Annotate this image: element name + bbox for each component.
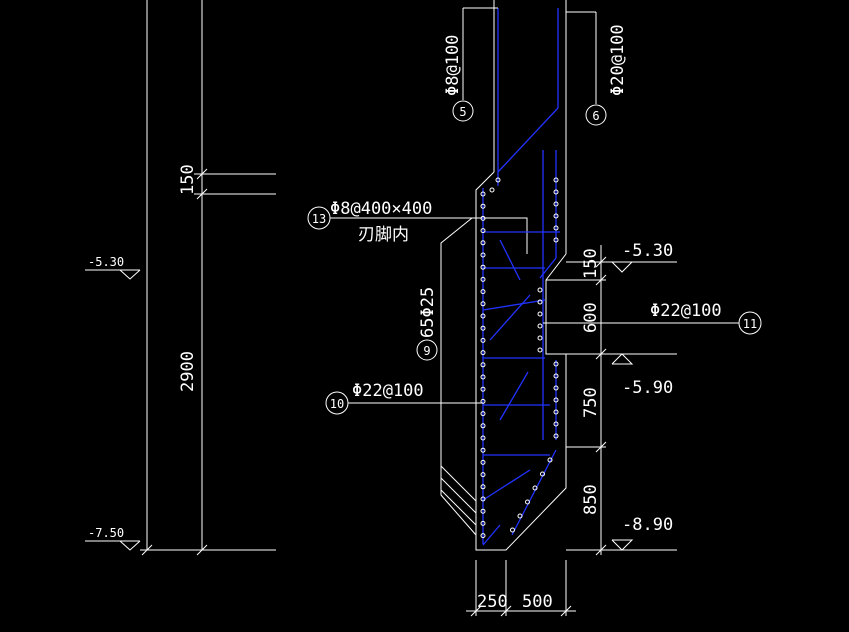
rebar-dot: [553, 225, 559, 231]
rebar-dot: [480, 484, 486, 490]
rebar-dot: [553, 213, 559, 219]
rebar-dot: [480, 276, 486, 282]
dim-600: 600: [581, 302, 601, 333]
rebar-dot: [480, 228, 486, 234]
callout-6-number: 6: [592, 109, 599, 123]
wall-outline: [440, 0, 677, 551]
callout-5-number: 5: [459, 105, 466, 119]
elevation-marker-e1: -5.30: [611, 241, 673, 273]
rebar-dot: [525, 499, 530, 505]
rebar-dots: [480, 177, 559, 539]
rebar-dot: [480, 313, 486, 319]
callout-13-number: 13: [312, 212, 326, 226]
dim-750: 750: [581, 387, 601, 418]
callout-13-text: Φ8@400×400: [330, 199, 432, 219]
rebar-dot: [480, 350, 486, 356]
rebar-dot: [553, 433, 559, 439]
callout-6: 6 Φ20@100: [566, 11, 628, 126]
elevation-marker-e2: -5.90: [611, 353, 673, 398]
rebar-dot: [480, 435, 486, 441]
rebar-dot: [553, 397, 559, 403]
rebar-dot: [540, 471, 545, 477]
callout-13-subtext: 刃脚内: [358, 225, 409, 245]
rebar-dot: [553, 409, 559, 415]
rebar-dot: [537, 287, 543, 293]
elevation-marker-bottom-left: -7.50: [85, 526, 141, 551]
rebar-dot: [480, 423, 486, 429]
rebar-dot: [537, 347, 543, 353]
callout-6-text: Φ20@100: [608, 24, 628, 96]
rebar-dot: [495, 177, 501, 183]
callout-11-text: Φ22@100: [650, 301, 722, 321]
callout-10-text: Φ22@100: [352, 381, 424, 401]
rebar-dot: [480, 533, 486, 539]
callout-13: 13 Φ8@400×400 刃脚内: [307, 199, 476, 245]
dim-850: 850: [581, 484, 601, 515]
elevation-label-e1: -5.30: [622, 241, 673, 261]
rebar-dot: [480, 374, 486, 380]
dim-250: 250: [477, 592, 508, 612]
callout-9-number: 9: [423, 344, 430, 358]
rebar-dot: [480, 191, 486, 197]
dim-150-left: 150: [178, 164, 198, 195]
rebar-dot: [537, 323, 543, 329]
rebar-dot: [553, 237, 559, 243]
rebar-dot: [517, 513, 523, 519]
rebar-dot: [553, 421, 559, 427]
callout-9-text: 65Φ25: [418, 287, 438, 338]
rebar-dot: [480, 289, 486, 295]
callout-5: 5 Φ8@100: [443, 7, 498, 122]
rebar-dot: [480, 215, 486, 221]
right-dimension-group: 150 600 750 850 -5.30 -5.90 -8.90: [546, 241, 673, 556]
rebar-dot: [510, 527, 515, 533]
rebar-dot: [480, 362, 486, 368]
rebar-dot: [537, 335, 543, 341]
bottom-dimension-group: 250 500: [466, 560, 576, 617]
rebar-dot: [480, 447, 486, 453]
elevation-label-bottom-left: -7.50: [88, 526, 124, 540]
rebar-dot: [480, 240, 486, 246]
rebar-dot: [480, 520, 486, 526]
rebar-dot: [547, 457, 553, 463]
rebar-dot: [480, 203, 486, 209]
callout-10-number: 10: [330, 397, 344, 411]
rebar-dot: [480, 459, 486, 465]
elevation-label-e2: -5.90: [622, 378, 673, 398]
callout-5-text: Φ8@100: [443, 35, 463, 96]
rebar-dot: [553, 189, 559, 195]
rebar-dot: [489, 187, 495, 193]
rebar-dot: [480, 264, 486, 270]
rebar-dot: [553, 177, 559, 183]
rebar-dot: [553, 385, 559, 391]
elevation-marker-top-left: -5.30: [85, 255, 141, 280]
elevation-marker-e3: -8.90: [611, 515, 673, 551]
rebar-dot: [480, 472, 486, 478]
left-dimension-group: 150 2900 -5.30 -7.50: [85, 0, 276, 556]
rebar-dot: [480, 411, 486, 417]
rebar-dot: [553, 361, 559, 367]
rebar-dot: [537, 299, 543, 305]
rebar-dot: [532, 485, 538, 491]
rebar-dot: [553, 373, 559, 379]
callout-11: 11 Φ22@100: [543, 301, 762, 335]
callout-11-number: 11: [743, 317, 757, 331]
rebar-dot: [480, 252, 486, 258]
elevation-label-top-left: -5.30: [88, 255, 124, 269]
rebar-dot: [480, 325, 486, 331]
rebar-lines: [482, 8, 560, 546]
rebar-dot: [553, 201, 559, 207]
elevation-label-e3: -8.90: [622, 515, 673, 535]
dim-2900: 2900: [178, 351, 198, 392]
callout-9: 9 65Φ25: [416, 287, 438, 361]
rebar-dot: [480, 496, 486, 502]
rebar-dot: [537, 311, 543, 317]
dim-150-right: 150: [581, 248, 601, 279]
dim-500: 500: [522, 592, 553, 612]
callout-10: 10 Φ22@100: [325, 381, 483, 415]
rebar-dot: [480, 301, 486, 307]
rebar-dot: [480, 337, 486, 343]
rebar-dot: [480, 386, 486, 392]
rebar-dot: [480, 508, 486, 514]
